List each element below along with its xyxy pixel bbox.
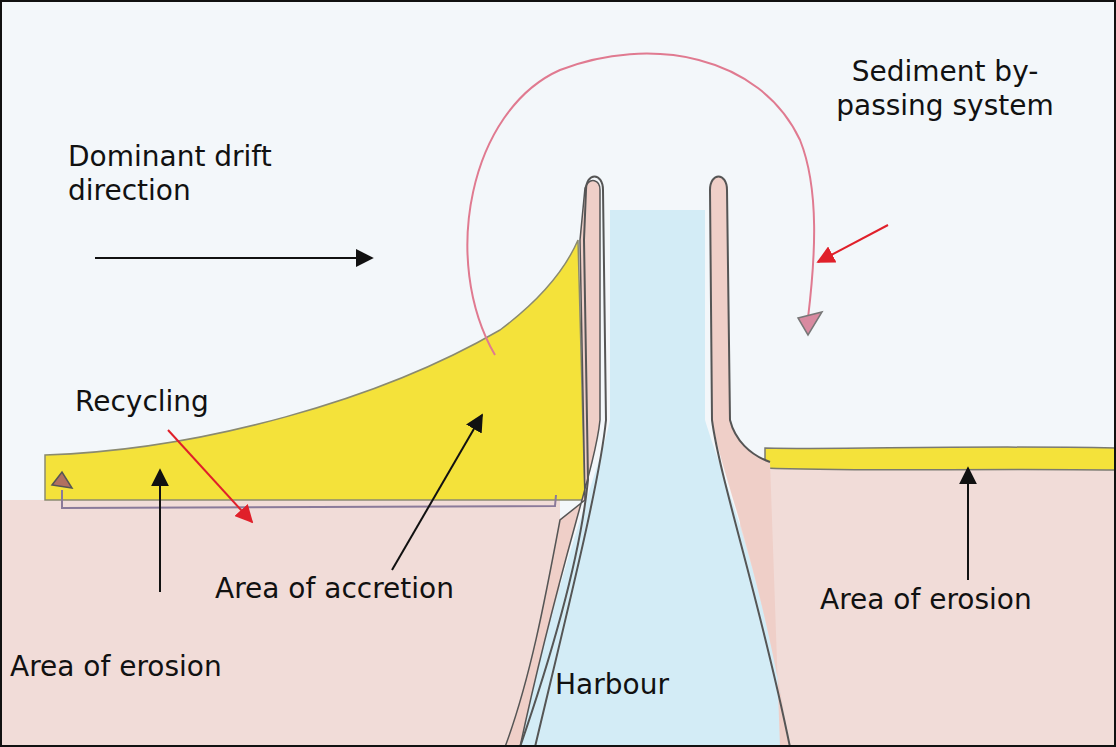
erosion-label: Area of erosion (820, 583, 1110, 617)
harbour-label: Harbour (555, 668, 715, 702)
left-breakwater-inner (535, 190, 606, 747)
bypass-pipe (467, 54, 814, 355)
land-left (0, 500, 560, 747)
bypass-leader (818, 225, 888, 262)
accretion-beach (45, 240, 585, 500)
left-breakwater-edge (520, 177, 603, 747)
drift-arrow (95, 257, 372, 259)
right-breakwater-edge (710, 177, 770, 463)
accretion-leader (392, 415, 482, 570)
right-breakwater-inner (710, 190, 790, 747)
recycling-pipe (62, 490, 556, 508)
recycling-leader (168, 430, 252, 522)
accretion-label: Area of accretion (215, 572, 535, 606)
erosion-leader-left (159, 470, 161, 592)
bypass-outlet (798, 312, 822, 335)
right-breakwater (710, 177, 790, 747)
erosion-label: Area of erosion (10, 650, 310, 684)
bypass-label: Sediment by-passing system (830, 55, 1060, 122)
recycling-outlet (52, 472, 72, 488)
drift-label: Dominant drift direction (68, 140, 368, 207)
land-right (740, 465, 1116, 747)
recycling-label: Recycling (75, 385, 275, 419)
eroded-beach (765, 447, 1116, 470)
left-breakwater (505, 181, 600, 747)
erosion-leader-right (967, 468, 969, 580)
